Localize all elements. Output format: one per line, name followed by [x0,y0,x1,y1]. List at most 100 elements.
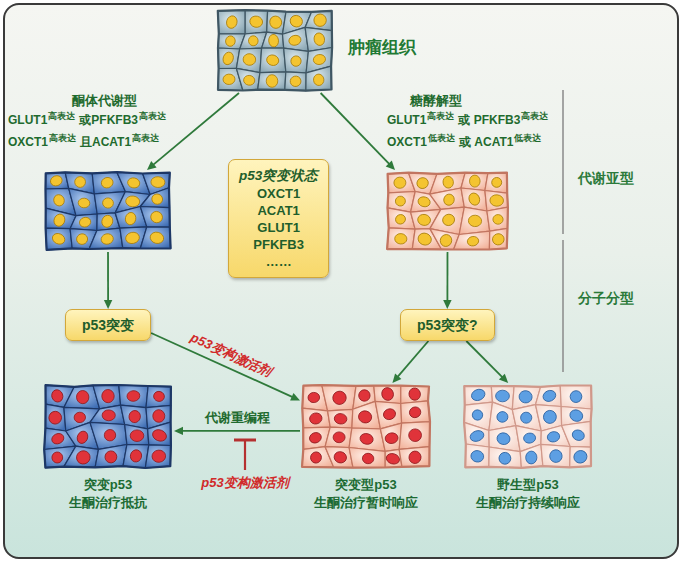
nucleus [496,411,509,424]
nucleus [49,174,63,187]
nucleus [496,432,511,446]
cell [520,444,543,468]
cell [387,228,415,249]
nucleus [268,34,279,48]
nucleus [333,432,345,443]
nucleus [496,390,510,402]
nucleus [78,198,90,208]
status-box: p53突变 [65,309,151,341]
cell [45,404,65,431]
cell [46,228,73,250]
cell [148,422,171,445]
cell [399,447,429,467]
nucleus [151,428,168,443]
nucleus [394,177,407,189]
cell [388,208,416,229]
nucleus [359,432,374,445]
cell [258,72,286,90]
nucleus [385,452,401,466]
nucleus [289,75,302,88]
text-row: 酮体代谢型 [72,91,137,110]
expression-level: 高表达 [132,133,159,143]
nucleus [385,432,399,444]
connector-line [107,252,109,301]
nucleus [76,233,89,246]
expression-level: 低表达 [514,133,541,143]
nucleus [442,176,454,189]
text-row: 野生型p53 [497,475,558,494]
cell-cluster: 糖酵解型GLUT1高表达或 PFKFB3高表达OXCT1低表达或 ACAT1低表… [385,170,510,252]
nucleus [52,212,67,228]
cell [349,448,385,468]
node-text: GLUT1 [387,113,426,127]
cell [236,68,260,90]
nucleus [470,449,485,463]
nucleus [469,175,480,187]
nucleus [268,14,284,30]
cell [570,447,591,468]
cell [325,427,352,447]
nucleus [471,408,484,421]
nucleus [469,429,486,443]
nucleus [102,410,115,421]
nucleus [52,193,66,208]
cell [64,446,99,467]
expression-level: 高表达 [49,133,76,143]
nucleus [468,215,482,227]
cell [489,228,507,249]
cluster-outline [302,385,430,468]
cell [123,445,149,469]
nucleus [568,389,583,404]
nucleus [362,453,375,465]
nucleus [492,214,503,225]
expression-level: 高表达 [521,111,548,121]
nucleus [568,408,584,423]
cell [454,231,490,249]
cell-cluster: 突变型p53生酮治疗暂时响应 [300,383,432,470]
connector-line [153,93,239,165]
arrowhead [104,300,112,309]
cell-cluster-shape [215,8,335,93]
arrowhead [386,161,395,170]
connector-line [398,341,429,377]
nucleus [225,15,238,30]
cell [218,10,245,34]
nucleus [416,231,433,247]
cell [93,385,121,409]
box-text: p53突变 [82,316,134,334]
nucleus [101,389,114,403]
nucleus [153,390,166,402]
nucleus [313,74,325,87]
text-row: 糖酵解型 [410,91,462,110]
cell [465,444,489,467]
arrowhead [499,374,508,383]
arrow-connector [104,252,112,309]
nucleus [51,232,67,247]
arrow-connector [147,93,239,170]
inhibitor-label: p53变构激活剂 [201,474,288,492]
nucleus [288,13,304,28]
arrowhead [147,161,157,170]
nucleus [571,428,586,442]
section-label: 代谢亚型 [578,170,634,188]
cell [325,447,353,468]
nucleus [442,193,456,207]
nucleus [541,388,557,403]
text-row: 生酮治疗抵抗 [69,493,147,512]
arrow-connector [321,93,395,170]
cell [140,188,169,208]
cell [119,385,148,408]
expression-level: 高表达 [48,111,75,121]
connector-line [321,93,390,164]
cell-cluster-shape [300,383,432,470]
cell [306,66,332,90]
nucleus [75,430,89,446]
cell [70,214,97,231]
connector-line [182,430,300,432]
nucleus [520,412,532,424]
nucleus [394,233,407,244]
nucleus [357,409,373,424]
cell [285,72,306,91]
arrowhead [290,393,300,401]
arrowhead [392,373,401,383]
